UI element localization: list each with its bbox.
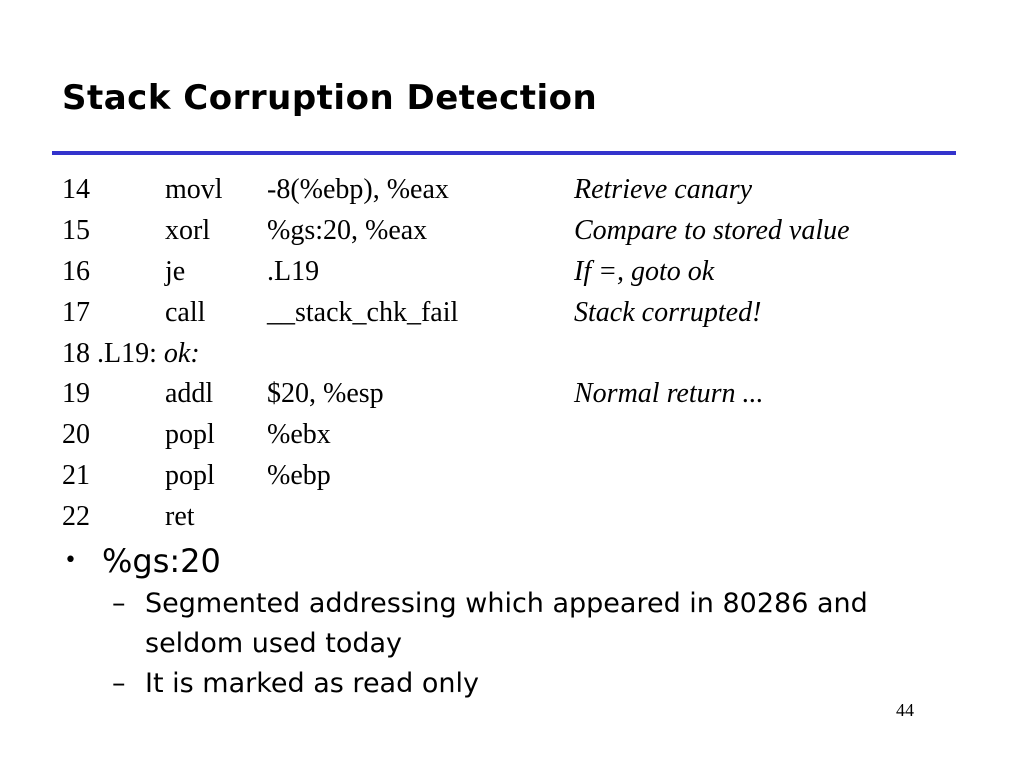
operands: %gs:20, %eax [267, 214, 428, 246]
operands: __stack_chk_fail [267, 296, 459, 328]
line-number: 19 [62, 378, 90, 410]
instruction: je [165, 255, 186, 287]
line-label: 18 .L19: [62, 337, 157, 369]
sub-bullet-marker: – [112, 668, 126, 699]
instruction: addl [165, 378, 214, 410]
line-number: 17 [62, 296, 90, 328]
line-number: 16 [62, 255, 90, 287]
sub-bullet-text: It is marked as read only [145, 668, 479, 699]
sub-bullet-marker: – [112, 588, 126, 619]
bullet-text: %gs:20 [102, 542, 221, 580]
sub-bullet-item: – It is marked as read only [62, 664, 875, 704]
line-number: 21 [62, 460, 90, 492]
instruction: movl [165, 174, 223, 205]
code-comment: Compare to stored value [574, 214, 850, 246]
slide-title: Stack Corruption Detection [62, 78, 598, 118]
instruction: xorl [165, 214, 211, 246]
instruction: popl [165, 419, 215, 451]
operands: -8(%ebp), %eax [267, 174, 449, 205]
bullet-item: • %gs:20 [62, 538, 962, 584]
instruction: popl [165, 460, 215, 492]
code-comment: Normal return ... [574, 378, 764, 410]
label-container: 18 .L19: ok: [62, 334, 200, 375]
title-divider [52, 151, 956, 155]
operands: $20, %esp [267, 378, 384, 410]
label-comment: ok: [163, 337, 200, 369]
line-number: 22 [62, 501, 90, 533]
instruction: call [165, 296, 206, 328]
code-comment: Stack corrupted! [574, 296, 762, 328]
line-number: 15 [62, 214, 90, 246]
operands: .L19 [267, 255, 320, 287]
operands: %ebx [267, 419, 331, 451]
bullet-marker: • [64, 548, 77, 573]
code-comment: Retrieve canary [574, 174, 753, 205]
sub-bullet-text: Segmented addressing which appeared in 8… [145, 588, 868, 659]
operands: %ebp [267, 460, 331, 492]
page-number: 44 [896, 700, 914, 720]
instruction: ret [165, 501, 195, 533]
line-number: 20 [62, 419, 90, 451]
line-number: 14 [62, 174, 90, 205]
sub-bullet-item: – Segmented addressing which appeared in… [62, 584, 875, 664]
code-comment: If =, goto ok [574, 255, 715, 287]
bullet-list: • %gs:20 – Segmented addressing which ap… [62, 538, 962, 704]
